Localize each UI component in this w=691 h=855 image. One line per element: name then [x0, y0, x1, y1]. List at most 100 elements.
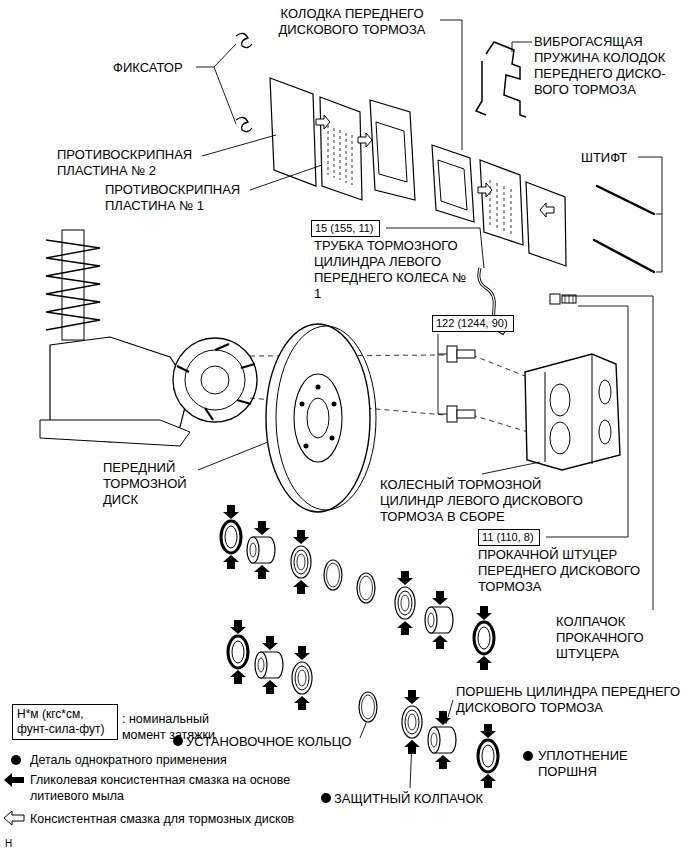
- leader-line: [656, 214, 662, 215]
- hub-bolt: [177, 344, 255, 420]
- piston-seal: [228, 636, 248, 668]
- grease-arrow: [476, 606, 492, 620]
- caliper: [525, 354, 620, 470]
- part-label: ФИКСАТОР: [113, 60, 183, 76]
- anti-rattle-spring: [476, 42, 526, 117]
- brake-disc-hat: [294, 374, 342, 462]
- retaining-ring: [359, 692, 377, 722]
- caliper-bolt: [447, 346, 475, 362]
- clip: [236, 33, 252, 47]
- piston-seal: [474, 622, 494, 654]
- bolt-head: [447, 346, 457, 362]
- grease-arrow: [480, 774, 496, 788]
- torque-value: 122 (1244, 90): [436, 317, 510, 330]
- axle-hub: [173, 338, 257, 422]
- piston-seal: [478, 740, 498, 772]
- coil-spring: [46, 240, 100, 330]
- dust-boot: [402, 706, 422, 738]
- bolt-shaft: [457, 350, 475, 358]
- grease-arrow: [223, 555, 239, 569]
- torque-box: 122 (1244, 90): [432, 315, 514, 332]
- disc-grease-arrow: [478, 183, 492, 197]
- grease-arrow: [397, 621, 413, 635]
- pad-lining: [376, 122, 407, 182]
- assembly-line: [472, 355, 530, 378]
- leader-line: [512, 42, 532, 52]
- grease-arrow: [404, 690, 420, 704]
- figure-code: H: [5, 838, 12, 850]
- dust-boot: [292, 662, 312, 694]
- lower-arm: [40, 420, 190, 446]
- grease-arrow: [293, 580, 309, 594]
- legend-black-arrow: [4, 773, 24, 787]
- brake-disc: [266, 324, 370, 512]
- grease-arrow: [262, 636, 278, 650]
- bleeder-cap: [550, 294, 560, 304]
- part-label: ШТИФТ: [581, 150, 627, 166]
- leader-line: [656, 272, 662, 273]
- piston: [425, 607, 453, 633]
- brake-disc-bore: [307, 398, 329, 438]
- grease-arrow: [293, 530, 309, 544]
- retaining-ring: [324, 560, 342, 590]
- grease-arrow: [476, 656, 492, 670]
- single-use-dot: [523, 751, 533, 761]
- leader-lines: [196, 20, 662, 788]
- part-label: КОЛОДКА ПЕРЕДНЕГО ДИСКОВОГО ТОРМОЗА: [262, 6, 442, 38]
- disc-grease-arrow: [540, 203, 554, 217]
- part-label: ПОРШЕНЬ ЦИЛИНДРА ПЕРЕДНЕГО ДИСКОВОГО ТОР…: [456, 684, 684, 716]
- pad-lining: [438, 160, 467, 210]
- part-label: КОЛПАЧОК ПРОКАЧНОГО ШТУЦЕРА: [556, 614, 656, 662]
- retaining-ring: [357, 573, 375, 603]
- shim-hatch: [328, 125, 352, 185]
- leader-line: [214, 67, 236, 124]
- grease-arrow: [230, 670, 246, 684]
- anti-squeal-shim-1: [320, 97, 362, 200]
- torque-value: 11 (110, 8): [482, 531, 536, 544]
- legend-text: Гликолевая консистентная смазка на основ…: [30, 772, 305, 804]
- leader-line: [250, 165, 322, 190]
- axle-hub-flange: [185, 350, 245, 410]
- leader-line: [438, 354, 447, 355]
- leader-line: [360, 723, 366, 738]
- grease-arrow: [435, 755, 451, 769]
- piston: [428, 727, 456, 753]
- disc-grease-arrow: [316, 115, 330, 129]
- leader-line: [562, 296, 653, 610]
- leader-line: [638, 157, 662, 272]
- grease-arrow: [432, 591, 448, 605]
- part-label: КОЛЕСНЫЙ ТОРМОЗНОЙ ЦИЛИНДР ЛЕВОГО ДИСКОВ…: [380, 477, 586, 525]
- legend-dot: [11, 755, 21, 765]
- part-label: ПЕРЕДНИЙ ТОРМОЗНОЙ ДИСК: [103, 460, 198, 508]
- disc-hole: [300, 402, 305, 407]
- brake-pad: [432, 145, 474, 222]
- part-label: ВИБРОГАСЯЩАЯ ПРУЖИНА КОЛОДОК ПЕРЕДНЕГО Д…: [534, 34, 684, 98]
- brake-pad: [370, 100, 415, 200]
- dust-boot: [291, 546, 311, 578]
- single-use-dot: [321, 793, 331, 803]
- torque-value: Н*м (кгс*см, фунт-сила-фут): [17, 707, 113, 737]
- torque-box: 15 (155, 11): [311, 220, 380, 237]
- leader-line: [446, 700, 453, 724]
- grease-arrow: [294, 646, 310, 660]
- anti-squeal-shim: [526, 182, 566, 266]
- disc-hole: [316, 385, 321, 390]
- legend-text: Деталь однократного применения: [30, 752, 227, 768]
- pin: [597, 186, 654, 214]
- torque-box: 11 (110, 8): [478, 529, 540, 546]
- grease-arrow: [294, 696, 310, 710]
- part-label: ПРОКАЧНОЙ ШТУЦЕР ПЕРЕДНЕГО ДИСКОВОГО ТОР…: [478, 547, 650, 595]
- part-label: ТРУБКА ТОРМОЗНОГО ЦИЛИНДРА ЛЕВОГО ПЕРЕДН…: [314, 238, 470, 302]
- grease-arrow: [223, 505, 239, 519]
- grease-arrow: [432, 635, 448, 649]
- caliper-bore: [599, 420, 611, 444]
- part-label: ПРОТИВОСКРИПНАЯ ПЛАСТИНА № 2: [57, 147, 207, 179]
- caliper-bore: [550, 384, 570, 416]
- dust-boot: [395, 587, 415, 619]
- axle-hub-center: [201, 366, 229, 394]
- caliper-bridge: [545, 354, 592, 464]
- grease-arrow: [230, 620, 246, 634]
- part-label: УПЛОТНЕНИЕ ПОРШНЯ: [538, 748, 638, 780]
- leader-line: [202, 135, 276, 156]
